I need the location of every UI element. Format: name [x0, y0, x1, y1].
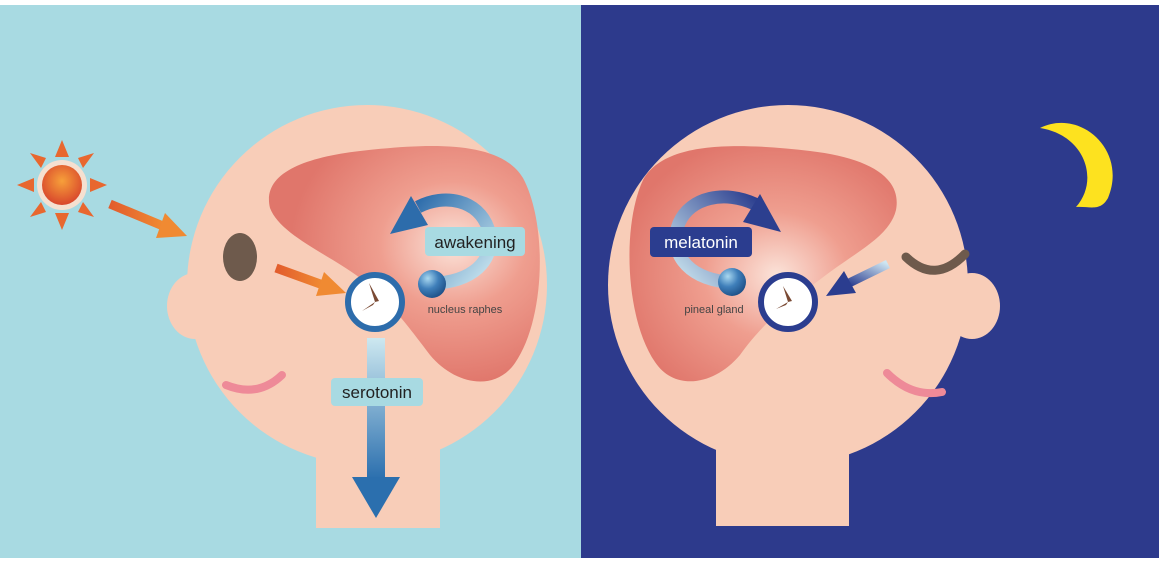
open-eye-icon — [223, 233, 257, 281]
nucleus-raphes-label: nucleus raphes — [428, 304, 503, 316]
smile-icon — [883, 369, 946, 398]
night-panel: melatonin pineal gland — [581, 5, 1159, 558]
nucleus-raphes-node — [418, 270, 446, 298]
serotonin-arrow — [352, 338, 400, 518]
sun-icon — [17, 140, 107, 230]
melatonin-label-box: melatonin — [650, 227, 752, 257]
clock-icon — [758, 272, 818, 332]
sunlight-arrow — [108, 199, 187, 238]
melatonin-label: melatonin — [664, 233, 738, 252]
awakening-label: awakening — [434, 233, 515, 252]
closed-eye-icon — [901, 249, 970, 275]
serotonin-label-box: serotonin — [331, 378, 423, 406]
pineal-gland-label: pineal gland — [684, 304, 743, 316]
smile-icon — [222, 371, 286, 394]
pineal-gland-node — [718, 268, 746, 296]
awakening-label-box: awakening — [425, 227, 525, 256]
eye-to-clock-arrow — [274, 263, 346, 296]
melatonin-cycle-arrow — [669, 190, 781, 289]
night-eye-to-clock-arrow — [826, 259, 890, 296]
crescent-moon-icon — [1040, 122, 1113, 208]
clock-icon — [345, 272, 405, 332]
serotonin-label: serotonin — [342, 383, 412, 402]
day-panel: awakening nucleus raphes serotonin — [0, 5, 581, 558]
